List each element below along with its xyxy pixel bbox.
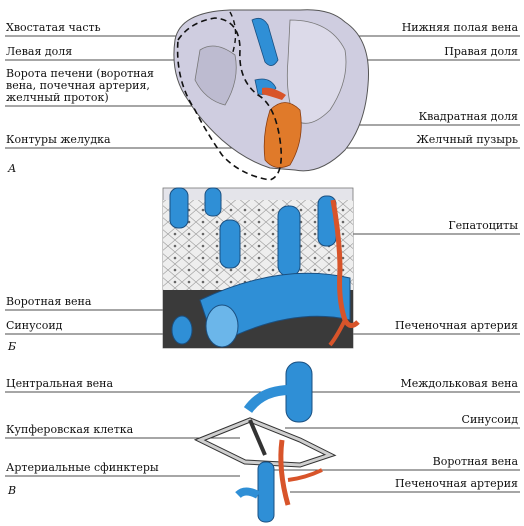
label-caudate-lobe: Хвостатая часть bbox=[6, 21, 101, 34]
label-portal-vein-v: Воротная вена bbox=[432, 455, 518, 468]
label-porta-hepatis: Ворота печени (воротная вена, почечная а… bbox=[6, 67, 154, 104]
label-central-vein: Центральная вена bbox=[6, 377, 114, 390]
label-portal-vein-b: Воротная вена bbox=[6, 295, 92, 308]
label-sinusoid-b: Синусоид bbox=[6, 319, 63, 332]
panel-letter-a: А bbox=[8, 162, 17, 175]
label-hepatic-artery-v: Печеночная артерия bbox=[395, 477, 518, 490]
label-arterial-sphincters: Артериальные сфинктеры bbox=[6, 461, 159, 474]
label-gallbladder: Желчный пузырь bbox=[416, 133, 518, 146]
label-sinusoid-v: Синусоид bbox=[461, 413, 518, 426]
label-right-lobe: Правая доля bbox=[444, 45, 518, 58]
label-kupffer-cell: Купферовская клетка bbox=[6, 423, 134, 436]
label-hepatic-artery-b: Печеночная артерия bbox=[395, 319, 518, 332]
lobule-drawing bbox=[193, 361, 337, 523]
label-left-lobe: Левая доля bbox=[6, 45, 73, 58]
label-quadrate-lobe: Квадратная доля bbox=[418, 110, 518, 123]
leader-lines-v bbox=[5, 391, 520, 493]
panel-letter-b: Б bbox=[8, 340, 17, 353]
label-interlobular-vein: Междольковая вена bbox=[400, 377, 518, 390]
liver-drawing bbox=[173, 9, 370, 181]
panel-letter-v: В bbox=[8, 484, 17, 497]
label-hepatocytes: Гепатоциты bbox=[448, 219, 518, 232]
label-stomach-contour: Контуры желудка bbox=[6, 133, 111, 146]
label-inferior-vena-cava: Нижняя полая вена bbox=[401, 21, 518, 34]
tissue-drawing bbox=[162, 187, 360, 349]
